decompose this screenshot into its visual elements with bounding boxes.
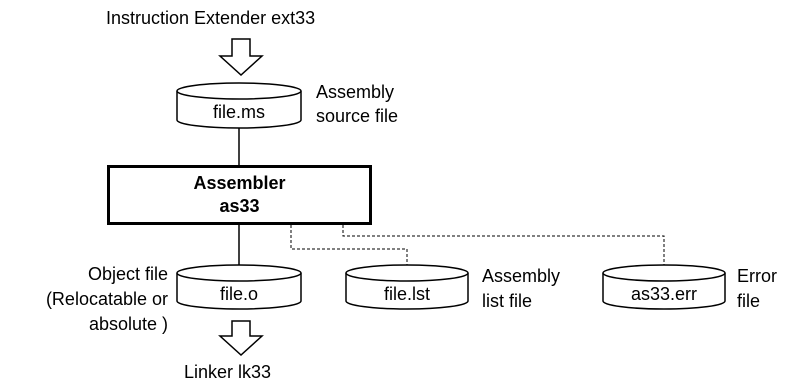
assembler-to-list-dashed-line <box>290 225 408 266</box>
source-file-name: file.ms <box>212 102 265 122</box>
error-file-name: as33.err <box>630 284 698 304</box>
object-file-desc-line3: absolute ) <box>88 314 168 334</box>
object-file-cylinder <box>176 264 302 310</box>
list-file-name: file.lst <box>383 284 430 304</box>
source-file-cylinder <box>176 82 302 129</box>
list-file-desc-line2: list file <box>482 291 533 311</box>
object-file-desc-line1: Object file <box>87 264 168 284</box>
list-file-cylinder <box>345 264 469 310</box>
error-file-desc-line1: Error <box>737 266 777 286</box>
error-file-cylinder <box>602 264 726 310</box>
assembler-command: as33 <box>219 196 260 216</box>
list-file-desc-line1: Assembly <box>482 266 561 286</box>
object-file-name: file.o <box>219 284 259 304</box>
assembler-to-error-dashed-line <box>342 225 665 266</box>
input-arrow-icon <box>218 38 264 77</box>
output-arrow-icon <box>218 320 264 357</box>
error-file-desc-line2: file <box>737 291 761 311</box>
source-file-desc-line1: Assembly <box>316 82 395 102</box>
object-file-desc-line2: (Relocatable or <box>45 289 168 309</box>
source-file-desc-line2: source file <box>316 106 399 126</box>
assembler-block: Assembler as33 <box>107 165 372 225</box>
assembler-title: Assembler <box>193 173 286 193</box>
instruction-extender-label: Instruction Extender ext33 <box>106 8 316 28</box>
linker-label: Linker lk33 <box>184 362 272 382</box>
